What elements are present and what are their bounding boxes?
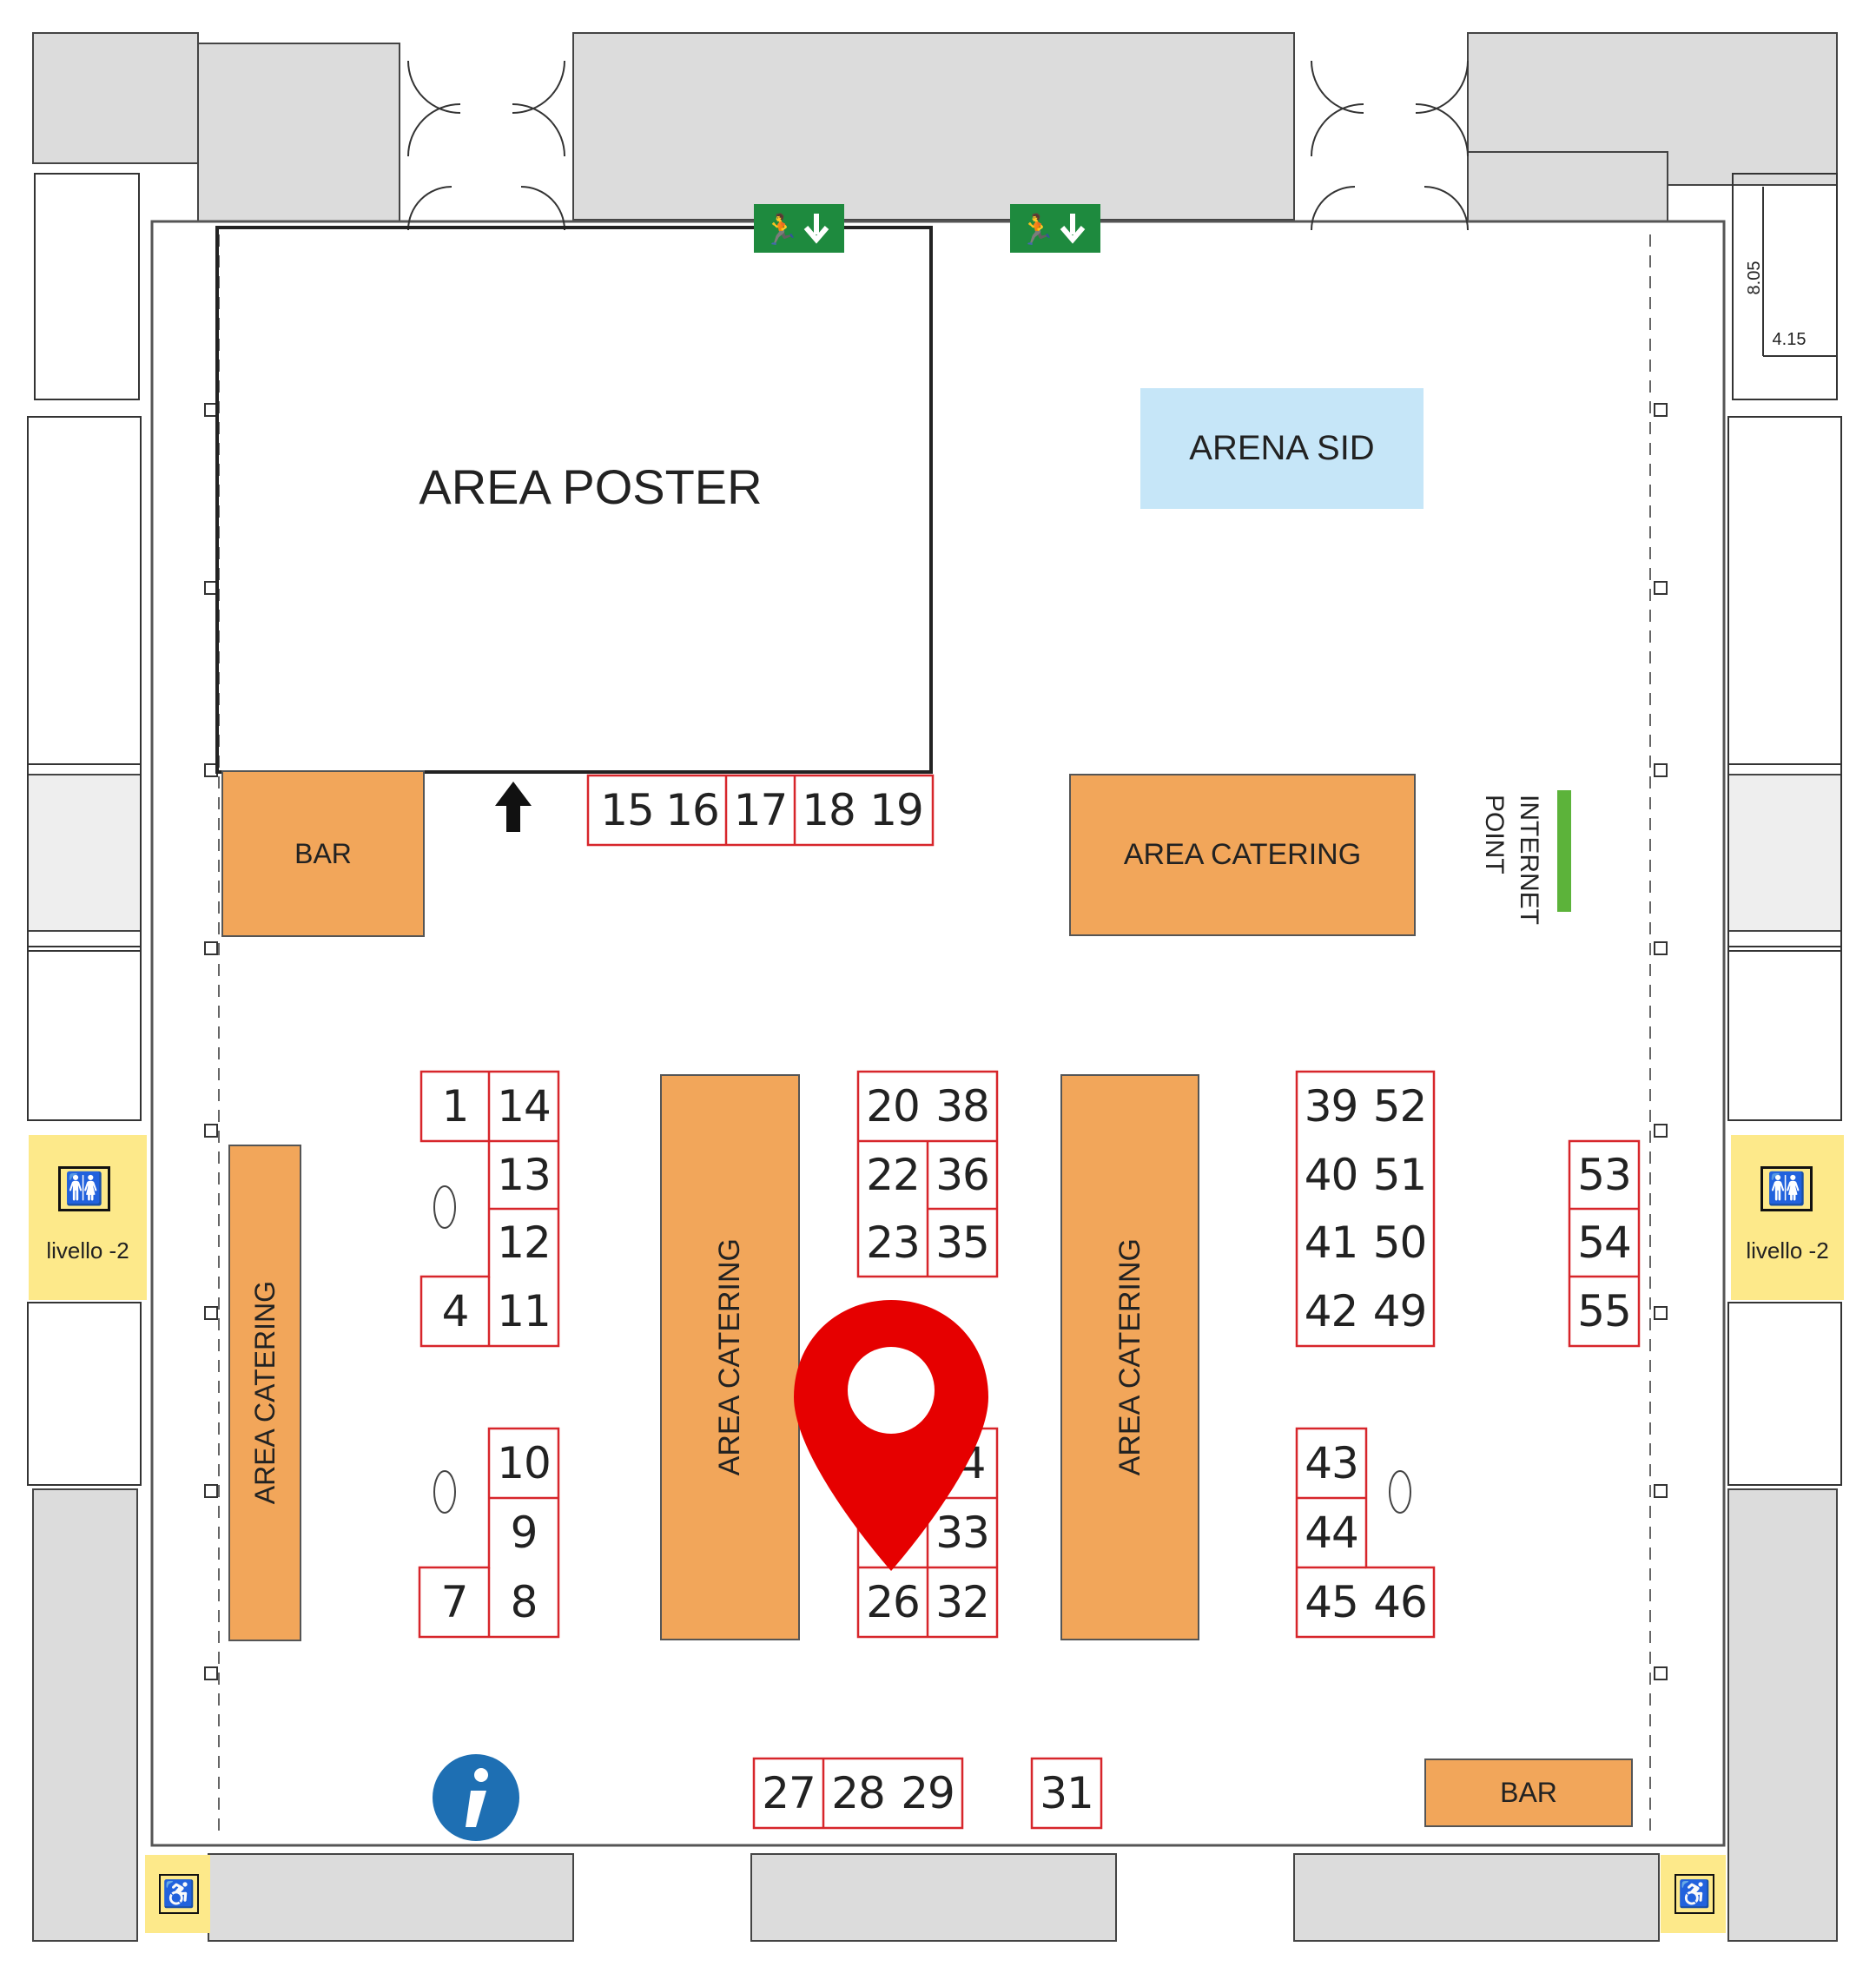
dimension-horizontal: 4.15 — [1772, 329, 1807, 349]
area-poster-label: AREA POSTER — [419, 459, 763, 514]
booth-38[interactable]: 38 — [935, 1081, 990, 1132]
booth-9[interactable]: 9 — [510, 1508, 538, 1558]
booth-20[interactable]: 20 — [866, 1081, 921, 1132]
wheelchair-icon: ♿ — [159, 1874, 199, 1914]
booth-53[interactable]: 53 — [1577, 1150, 1632, 1200]
booth-17[interactable]: 17 — [733, 785, 789, 835]
booth-8[interactable]: 8 — [510, 1577, 538, 1627]
booth-13[interactable]: 13 — [497, 1150, 552, 1200]
booth-19[interactable]: 19 — [869, 785, 924, 835]
bar-top[interactable]: BAR — [221, 770, 425, 937]
booth-44[interactable]: 44 — [1305, 1508, 1359, 1558]
booth-12[interactable]: 12 — [497, 1217, 552, 1268]
booth-15[interactable]: 15 — [600, 785, 655, 835]
booth-55[interactable]: 55 — [1577, 1286, 1632, 1336]
booth-51[interactable]: 51 — [1372, 1150, 1428, 1200]
booth-40[interactable]: 40 — [1304, 1150, 1359, 1200]
restroom-left[interactable]: 🚻 livello -2 — [29, 1135, 147, 1300]
booth-4[interactable]: 4 — [441, 1286, 470, 1336]
bar-bottom[interactable]: BAR — [1424, 1759, 1633, 1827]
location-pin-icon[interactable] — [789, 1297, 994, 1574]
emergency-exit-icon: 🏃 — [754, 204, 844, 253]
accessible-area-left: ♿ — [145, 1855, 210, 1933]
booth-27[interactable]: 27 — [762, 1768, 816, 1818]
booth-41[interactable]: 41 — [1304, 1217, 1359, 1268]
booth-54[interactable]: 54 — [1577, 1217, 1632, 1268]
booth-22[interactable]: 22 — [866, 1150, 921, 1200]
booth-16[interactable]: 16 — [665, 785, 720, 835]
booth-45[interactable]: 45 — [1305, 1577, 1359, 1627]
booth-43[interactable]: 43 — [1305, 1438, 1359, 1488]
booth-36[interactable]: 36 — [935, 1150, 990, 1200]
internet-point-label: INTERNET POINT — [1476, 782, 1546, 938]
booth-50[interactable]: 50 — [1372, 1217, 1428, 1268]
restroom-icon: 🚻 — [1760, 1166, 1813, 1211]
arena-sid[interactable]: ARENA SID — [1140, 388, 1424, 509]
internet-label-line1: INTERNET — [1515, 795, 1543, 925]
booth-46[interactable]: 46 — [1373, 1577, 1428, 1627]
emergency-exit-icon: 🏃 — [1010, 204, 1100, 253]
booth-11[interactable]: 11 — [497, 1286, 552, 1336]
internet-label-line2: POINT — [1480, 795, 1509, 874]
booth-39[interactable]: 39 — [1304, 1081, 1359, 1132]
booth-49[interactable]: 49 — [1372, 1286, 1428, 1336]
wheelchair-icon: ♿ — [1675, 1874, 1714, 1914]
restroom-right[interactable]: 🚻 livello -2 — [1731, 1135, 1844, 1300]
booth-26[interactable]: 26 — [866, 1577, 921, 1627]
booth-29[interactable]: 29 — [901, 1768, 955, 1818]
booth-10[interactable]: 10 — [497, 1438, 552, 1488]
booth-23[interactable]: 23 — [866, 1217, 921, 1268]
internet-point-marker — [1557, 790, 1571, 912]
svg-text:🏃: 🏃 — [763, 213, 799, 247]
arrow-up-icon — [495, 782, 532, 832]
booth-52[interactable]: 52 — [1372, 1081, 1428, 1132]
booth-35[interactable]: 35 — [935, 1217, 990, 1268]
booth-14[interactable]: 14 — [497, 1081, 552, 1132]
area-catering-mid2[interactable]: AREA CATERING — [1060, 1074, 1199, 1640]
info-icon[interactable] — [431, 1752, 521, 1843]
booth-1[interactable]: 1 — [441, 1081, 470, 1132]
booth-7[interactable]: 7 — [440, 1577, 469, 1627]
booth-18[interactable]: 18 — [802, 785, 856, 835]
booth-32[interactable]: 32 — [935, 1577, 990, 1627]
booth-42[interactable]: 42 — [1304, 1286, 1359, 1336]
area-catering-top[interactable]: AREA CATERING — [1069, 774, 1416, 936]
area-catering-mid1[interactable]: AREA CATERING — [660, 1074, 800, 1640]
booth-31[interactable]: 31 — [1040, 1768, 1094, 1818]
restroom-icon: 🚻 — [58, 1166, 110, 1211]
svg-text:🏃: 🏃 — [1019, 213, 1055, 247]
accessible-area-right: ♿ — [1661, 1855, 1726, 1933]
restroom-right-level: livello -2 — [1746, 1237, 1829, 1264]
area-catering-left[interactable]: AREA CATERING — [228, 1145, 301, 1641]
restroom-left-level: livello -2 — [46, 1237, 129, 1264]
booth-33[interactable]: 33 — [935, 1508, 990, 1558]
booth-28[interactable]: 28 — [831, 1768, 886, 1818]
